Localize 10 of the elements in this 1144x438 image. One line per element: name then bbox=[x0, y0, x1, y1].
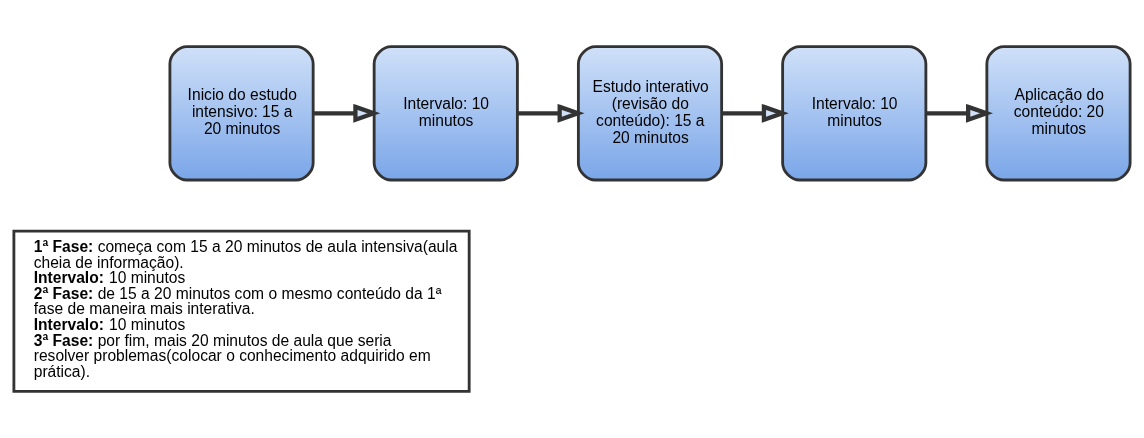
arrow bbox=[926, 103, 993, 123]
node-box: Intervalo: 10 minutos bbox=[781, 45, 928, 182]
node-box: Estudo interativo (revisão do conteúdo): 15 a 20 minutos bbox=[576, 45, 724, 182]
node-box: Intervalo: 10 minutos bbox=[372, 45, 519, 182]
arrow bbox=[313, 103, 381, 123]
arrow bbox=[721, 103, 789, 123]
node-box: Aplicação do conteúdo: 20 minutos bbox=[985, 45, 1132, 182]
arrow bbox=[517, 103, 585, 123]
node-box: 1ª Fase: começa com 15 a 20 minutos de aula intensiva(aula cheia de informação). Intervalo: 10 minutos 2ª Fase: de 15 a 20 minutos com o mesmo conteúdo da 1ª fase de maneira mais interativa. Intervalo: 10 minutos 3ª Fase: por fim, mais 20 minutos de aula que seria resolver problemas(colocar o conhecimento adquirido em prática). bbox=[12, 229, 471, 393]
node-box: Inicio do estudo intensivo: 15 a 20 minutos bbox=[168, 45, 315, 182]
